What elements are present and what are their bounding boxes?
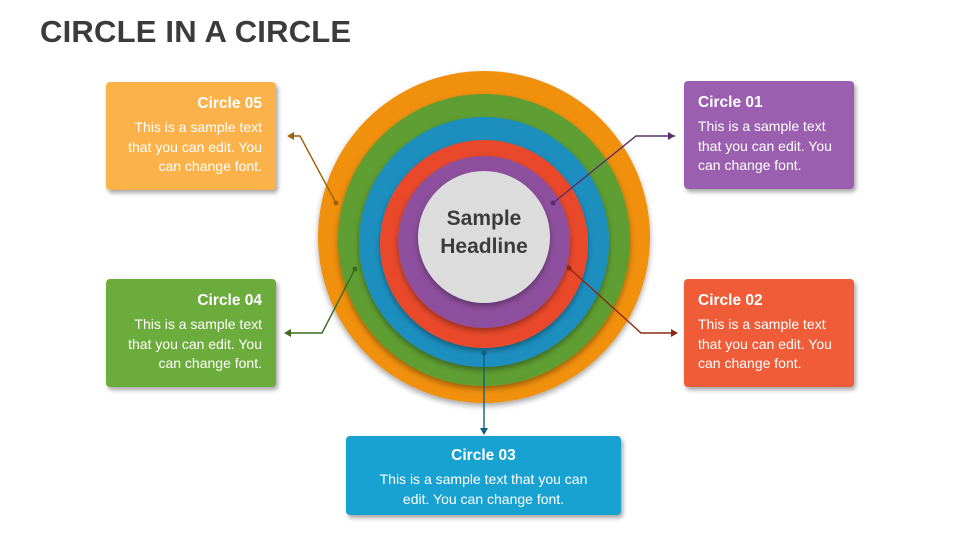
center-circle xyxy=(418,171,550,303)
connector-circle-04 xyxy=(287,268,356,334)
connector-circle-01 xyxy=(552,135,675,204)
center-headline: Sample Headline xyxy=(414,205,554,261)
slide-title: CIRCLE IN A CIRCLE xyxy=(40,14,352,49)
connector-dot-05 xyxy=(333,200,339,206)
connector-dot-03 xyxy=(481,350,487,356)
text-box-circle-04: Circle 04 This is a sample text that you… xyxy=(106,279,276,387)
box-title-circle-04: Circle 04 xyxy=(197,292,262,309)
text-box-circle-01: Circle 01 This is a sample text that you… xyxy=(684,81,854,189)
text-box-circle-03: Circle 03 This is a sample text that you… xyxy=(346,436,621,515)
box-title-circle-02: Circle 02 xyxy=(698,292,763,309)
arrowhead-05 xyxy=(287,132,294,140)
text-box-circle-05: Circle 05 This is a sample text that you… xyxy=(106,82,276,190)
box-title-circle-01: Circle 01 xyxy=(698,94,763,111)
box-text-circle-01: This is a sample text that you can edit.… xyxy=(698,118,832,173)
arrowhead-04 xyxy=(284,329,291,337)
connector-circle-02 xyxy=(568,267,675,334)
connector-dot-01 xyxy=(550,200,556,206)
connector-dot-02 xyxy=(566,265,572,271)
text-box-circle-02: Circle 02 This is a sample text that you… xyxy=(684,279,854,387)
box-text-circle-05: This is a sample text that you can edit.… xyxy=(128,119,262,174)
arrowhead-01 xyxy=(668,132,675,140)
box-title-circle-05: Circle 05 xyxy=(197,95,262,112)
box-title-circle-03: Circle 03 xyxy=(451,447,516,464)
box-text-circle-02: This is a sample text that you can edit.… xyxy=(698,316,832,371)
headline-line-2: Headline xyxy=(440,235,528,258)
box-text-circle-04: This is a sample text that you can edit.… xyxy=(128,316,262,371)
box-text-circle-03: This is a sample text that you can edit.… xyxy=(379,471,588,507)
arrowhead-02 xyxy=(671,329,678,337)
headline-line-1: Sample xyxy=(446,207,522,230)
arrowhead-03 xyxy=(480,428,488,435)
connector-dot-04 xyxy=(352,266,358,272)
